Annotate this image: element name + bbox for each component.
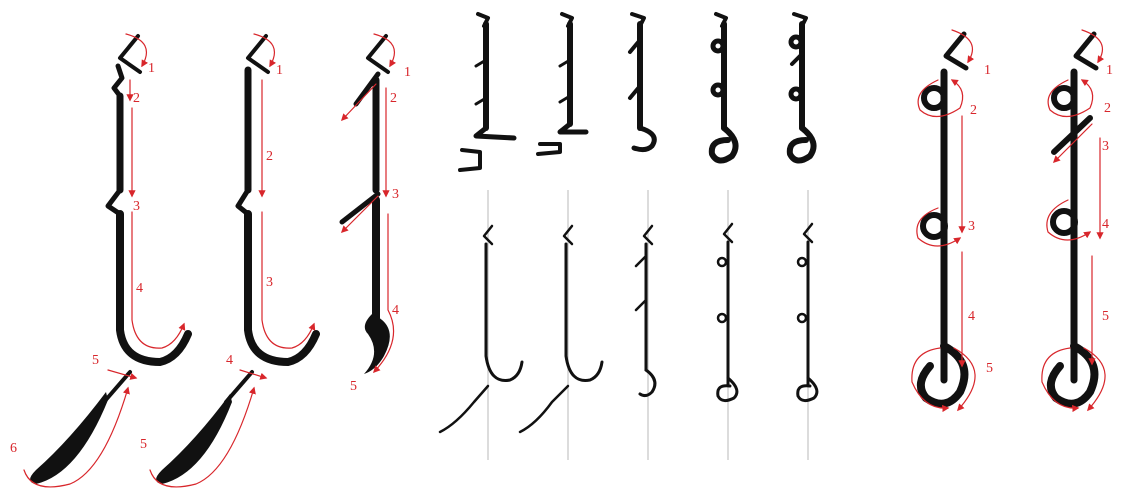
stroke-number: 5 <box>1102 309 1109 324</box>
stroke-number: 2 <box>390 91 397 106</box>
stroke-number: 1 <box>404 65 411 80</box>
letter-form <box>518 224 604 434</box>
panel-3: 1 2 3 4 5 <box>339 33 411 394</box>
letter-form <box>796 222 819 403</box>
stroke-number: 3 <box>133 199 140 214</box>
letter-form <box>536 12 589 156</box>
glyph-5 <box>1046 31 1099 408</box>
stroke-number: 2 <box>133 91 140 106</box>
stroke-number: 3 <box>392 187 399 202</box>
stroke-number: 5 <box>986 361 993 376</box>
stroke-number: 1 <box>276 63 283 78</box>
stroke-number: 1 <box>148 61 155 76</box>
stroke-number: 3 <box>266 275 273 290</box>
stroke-numbers-4: 1 2 3 4 5 <box>968 63 993 376</box>
stroke-number: 4 <box>226 353 233 368</box>
glyph-2 <box>156 34 320 484</box>
stroke-numbers-2: 1 2 3 4 5 <box>140 63 283 452</box>
stroke-number: 1 <box>1106 63 1113 78</box>
panel-4: 1 2 3 4 5 <box>911 29 993 413</box>
glyph-1 <box>30 34 192 484</box>
letter-form <box>716 222 739 403</box>
glyph-4 <box>916 31 969 408</box>
stroke-number: 3 <box>968 219 975 234</box>
stroke-numbers-5: 1 2 3 4 5 <box>1102 63 1113 324</box>
letter-form <box>708 12 739 164</box>
letter-form <box>438 224 524 434</box>
stroke-arrows-3 <box>340 33 397 374</box>
stroke-number: 1 <box>984 63 991 78</box>
stroke-number: 2 <box>266 149 273 164</box>
panel-5: 1 2 3 4 5 <box>1041 29 1113 413</box>
panel-1: 1 2 3 4 5 6 <box>10 33 192 488</box>
stroke-arrows-4 <box>911 29 976 413</box>
letter-form <box>634 224 657 398</box>
stroke-number: 4 <box>392 303 399 318</box>
stroke-number: 5 <box>350 379 357 394</box>
stroke-numbers-3: 1 2 3 4 5 <box>350 65 411 394</box>
glyph-3 <box>339 34 390 374</box>
stroke-arrows-1 <box>23 33 186 488</box>
letter-form <box>458 12 517 172</box>
stroke-arrows-5 <box>1041 29 1106 413</box>
stroke-number: 4 <box>1102 217 1109 232</box>
letter-forms-top <box>458 12 817 172</box>
stroke-number: 3 <box>1102 139 1109 154</box>
stroke-number: 5 <box>92 353 99 368</box>
stroke-number: 4 <box>968 309 975 324</box>
letter-forms-bottom <box>438 222 819 434</box>
letter-form <box>628 12 657 153</box>
stroke-number: 5 <box>140 437 147 452</box>
stroke-number: 2 <box>1104 101 1111 116</box>
stroke-number: 6 <box>10 441 17 456</box>
stroke-arrows-2 <box>149 33 316 488</box>
panel-2: 1 2 3 4 5 <box>140 33 320 488</box>
letter-form <box>786 12 817 164</box>
stroke-number: 2 <box>970 103 977 118</box>
stroke-numbers-1: 1 2 3 4 5 6 <box>10 61 155 456</box>
stroke-number: 4 <box>136 281 143 296</box>
